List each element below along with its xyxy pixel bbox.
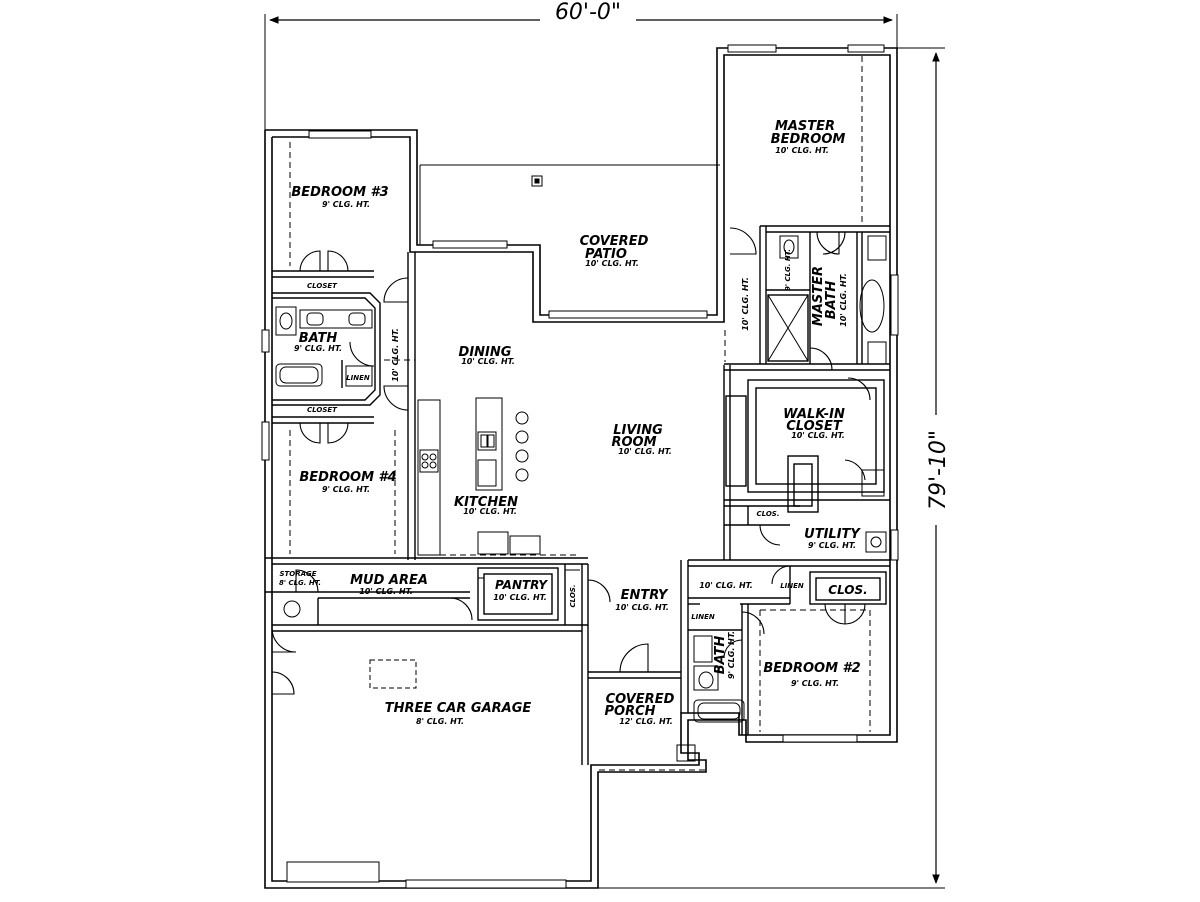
living-room-label: LIVING ROOM 10' CLG. HT. — [611, 423, 671, 456]
bath-left-label: BATH 9' CLG. HT. — [294, 331, 342, 353]
kitchen-label: KITCHEN 10' CLG. HT. — [454, 495, 518, 516]
svg-text:9' CLG. HT.: 9' CLG. HT. — [322, 200, 370, 209]
covered-patio-outline — [419, 164, 720, 245]
svg-text:10' CLG. HT.: 10' CLG. HT. — [839, 273, 848, 327]
bath-2-label: BATH 9' CLG. HT. — [713, 631, 736, 679]
svg-text:MASTER: MASTER — [775, 119, 835, 134]
svg-text:BEDROOM #4: BEDROOM #4 — [299, 470, 396, 485]
linen-bath2-label: LINEN — [691, 613, 715, 621]
svg-text:8' CLG. HT.: 8' CLG. HT. — [416, 717, 464, 726]
bedroom-3-label: BEDROOM #3 9' CLG. HT. — [291, 185, 388, 209]
svg-text:COVERED: COVERED — [580, 234, 649, 249]
svg-text:9' CLG. HT.: 9' CLG. HT. — [727, 631, 736, 679]
svg-text:9' CLG. HT.: 9' CLG. HT. — [791, 679, 839, 688]
closet-bottom-label: CLOSET — [307, 406, 338, 414]
svg-text:MASTER: MASTER — [811, 266, 826, 326]
dining-label: DINING 10' CLG. HT. — [459, 345, 515, 366]
svg-text:UTILITY: UTILITY — [804, 527, 861, 542]
utility-label: UTILITY 9' CLG. HT. — [804, 527, 861, 550]
svg-text:MUD AREA: MUD AREA — [350, 573, 428, 588]
storage-label: STORAGE 8' CLG. HT. — [279, 570, 321, 587]
svg-text:PORCH: PORCH — [604, 704, 655, 719]
bedroom-4-label: BEDROOM #4 9' CLG. HT. — [299, 470, 396, 494]
svg-text:9' CLG. HT.: 9' CLG. HT. — [322, 485, 370, 494]
svg-text:BEDROOM #3: BEDROOM #3 — [291, 185, 388, 200]
svg-text:10' CLG. HT.: 10' CLG. HT. — [615, 603, 669, 612]
svg-text:LIVING: LIVING — [613, 423, 663, 438]
master-bedroom-label: MASTER BEDROOM 10' CLG. HT. — [771, 119, 846, 155]
windows — [261, 44, 899, 889]
svg-text:12' CLG. HT.: 12' CLG. HT. — [619, 717, 673, 726]
dimension-width — [264, 4, 898, 130]
svg-text:KITCHEN: KITCHEN — [454, 495, 518, 510]
ceiling-lines — [289, 56, 871, 771]
svg-text:10' CLG. HT.: 10' CLG. HT. — [463, 507, 517, 516]
exterior-walls — [264, 47, 898, 889]
fixtures — [275, 235, 887, 762]
closet-top-label: CLOSET — [307, 282, 338, 290]
interior-walls — [265, 225, 890, 765]
svg-text:ROOM: ROOM — [611, 435, 656, 450]
svg-text:BEDROOM: BEDROOM — [771, 132, 846, 147]
garage-label: THREE CAR GARAGE 8' CLG. HT. — [385, 701, 532, 726]
svg-text:9' CLG. HT.: 9' CLG. HT. — [808, 541, 856, 550]
hall-height-label: 10' CLG. HT. — [391, 328, 400, 382]
svg-text:BATH: BATH — [713, 636, 728, 675]
svg-text:STORAGE: STORAGE — [279, 570, 316, 578]
svg-text:10' CLG. HT.: 10' CLG. HT. — [461, 357, 515, 366]
svg-text:BATH: BATH — [299, 331, 338, 346]
clos-bed2-label: CLOS. — [828, 583, 867, 597]
svg-text:COVERED: COVERED — [606, 692, 675, 707]
svg-text:DINING: DINING — [459, 345, 512, 360]
svg-text:10' CLG. HT.: 10' CLG. HT. — [359, 587, 413, 596]
clos-entry-label: CLOS. — [569, 585, 577, 608]
svg-text:9' CLG. HT.: 9' CLG. HT. — [294, 344, 342, 353]
doors — [271, 227, 871, 695]
covered-patio-label: COVERED PATIO 10' CLG. HT. — [580, 234, 649, 268]
svg-text:PATIO: PATIO — [585, 247, 627, 262]
svg-text:CLOSET: CLOSET — [786, 419, 843, 434]
dimension-depth — [588, 47, 952, 889]
linen-right-label: LINEN — [780, 582, 804, 590]
pantry-label: PANTRY 10' CLG. HT. — [493, 578, 548, 602]
svg-text:BEDROOM #2: BEDROOM #2 — [763, 661, 860, 676]
master-bath-label: MASTER BATH 10' CLG. HT. — [811, 266, 848, 327]
clos-small-label: CLOS. — [757, 510, 780, 518]
svg-text:PANTRY: PANTRY — [495, 578, 548, 592]
svg-text:BATH: BATH — [824, 281, 839, 320]
covered-porch-label: COVERED PORCH 12' CLG. HT. — [604, 692, 674, 726]
linen-left-label: LINEN — [346, 374, 370, 382]
depth-dimension: 79'-10" — [926, 430, 951, 510]
entry-label: ENTRY 10' CLG. HT. — [615, 588, 669, 612]
width-dimension: 60'-0" — [555, 0, 621, 25]
svg-text:10' CLG. HT.: 10' CLG. HT. — [618, 447, 672, 456]
svg-text:10' CLG. HT.: 10' CLG. HT. — [585, 259, 639, 268]
master-hall-height-label: 10' CLG. HT. — [741, 277, 750, 331]
svg-text:8' CLG. HT.: 8' CLG. HT. — [279, 579, 321, 587]
svg-text:ENTRY: ENTRY — [621, 588, 669, 603]
svg-text:WALK-IN: WALK-IN — [783, 407, 845, 422]
wc-height-label: 9' CLG. HT. — [784, 249, 792, 291]
svg-text:10' CLG. HT.: 10' CLG. HT. — [791, 431, 845, 440]
svg-text:10' CLG. HT.: 10' CLG. HT. — [493, 593, 547, 602]
mud-area-label: MUD AREA 10' CLG. HT. — [350, 573, 428, 596]
hall-right-height-label: 10' CLG. HT. — [699, 581, 753, 590]
svg-text:THREE CAR GARAGE: THREE CAR GARAGE — [385, 701, 532, 716]
bedroom-2-label: BEDROOM #2 9' CLG. HT. — [763, 661, 860, 688]
svg-text:10' CLG. HT.: 10' CLG. HT. — [775, 146, 829, 155]
walk-in-closet-label: WALK-IN CLOSET 10' CLG. HT. — [783, 407, 845, 440]
